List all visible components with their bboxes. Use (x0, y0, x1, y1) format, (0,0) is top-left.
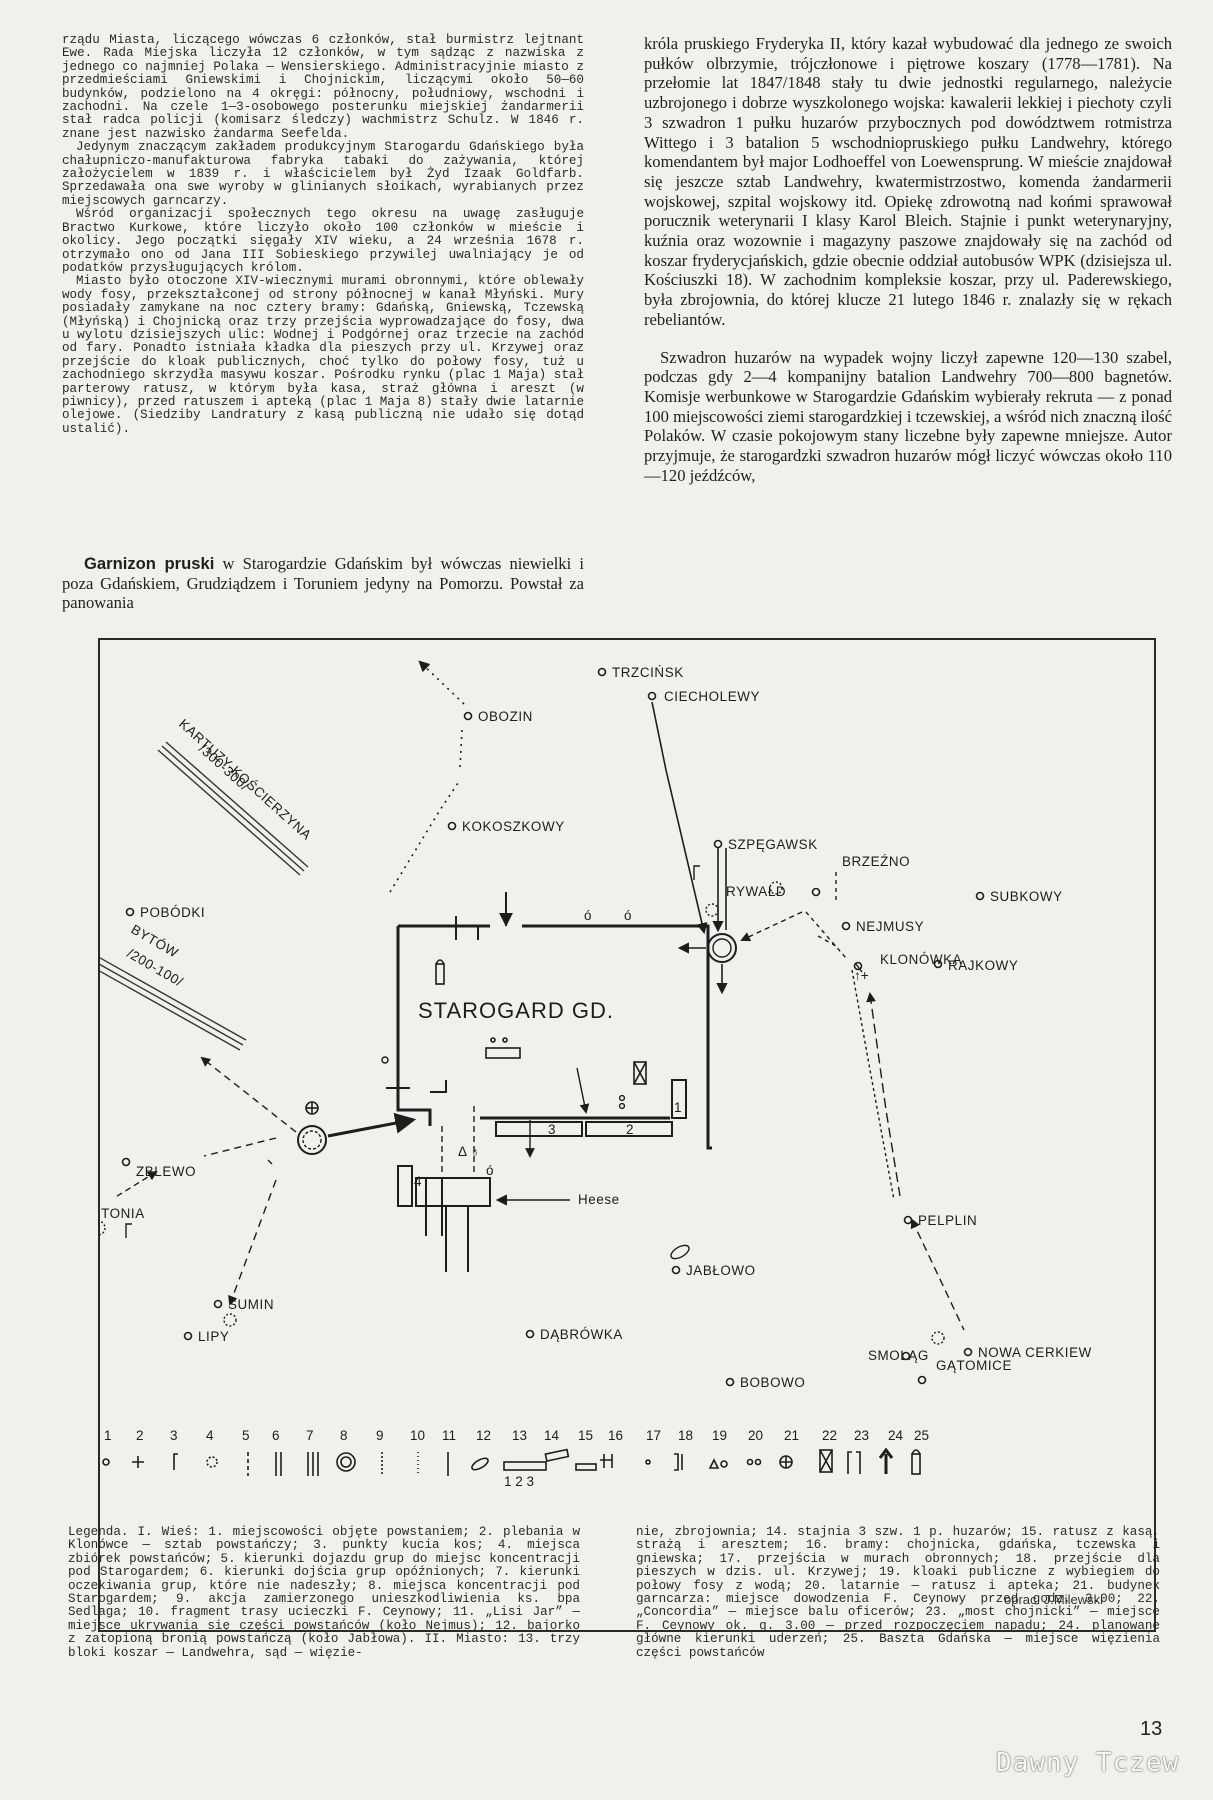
place-klonowka: KLONÓWKA (880, 952, 962, 967)
legend-number: 19 (712, 1428, 727, 1443)
legend-number: 2 (136, 1428, 144, 1443)
legend-number: 21 (784, 1428, 799, 1443)
watermark: Dawny Tczew (996, 1748, 1180, 1778)
legend-number: 9 (376, 1428, 384, 1443)
passage-mark: ó (624, 908, 632, 923)
place-dabrowka: DĄBRÓWKA (540, 1327, 623, 1342)
map-figure: KARTUZY-KOŚCIERZYNA /300-300/ BYTÓW /200… (98, 638, 1156, 1632)
gates (386, 910, 507, 1093)
legend-number: 1 (104, 1428, 112, 1443)
place-pobodki: POBÓDKI (140, 905, 205, 920)
barracks (397, 1079, 687, 1207)
map-credit: oprac. J.Milewski (1004, 1592, 1103, 1607)
concordia (633, 1061, 647, 1085)
legend-right: nie, zbrojownia; 14. stajnia 3 szw. 1 p.… (636, 1525, 1160, 1660)
place-rywald: RYWAŁD (726, 884, 786, 899)
legend-symbols (102, 1447, 921, 1476)
legend-number: 5 (242, 1428, 250, 1443)
legend-left: Legenda. I. Wieś: 1. miejscowości objęte… (68, 1525, 580, 1660)
place-subkowy: SUBKOWY (990, 889, 1063, 904)
legend-number: 6 (272, 1428, 280, 1443)
legend-number: 3 (170, 1428, 178, 1443)
article-right-column: króla pruskiego Fryderyka II, który kaza… (644, 34, 1172, 485)
map-drawing: KARTUZY-KOŚCIERZYNA /300-300/ BYTÓW /200… (100, 660, 1092, 1489)
bishop-mark: ↑+ (854, 968, 869, 983)
legend-number: 23 (854, 1428, 869, 1443)
paragraph: Miasto było otoczone XIV-wiecznymi muram… (62, 274, 584, 436)
place-pelplin: PELPLIN (918, 1213, 977, 1228)
place-trzcinsk: TRZCIŃSK (612, 665, 684, 680)
legend-number: 20 (748, 1428, 763, 1443)
legend-number: 18 (678, 1428, 693, 1443)
barracks-number: 3 (548, 1122, 556, 1137)
barracks-number: 4 (414, 1174, 422, 1189)
south-gate (415, 1177, 491, 1272)
legend-number: 25 (914, 1428, 929, 1443)
legend-number: 15 (578, 1428, 593, 1443)
lanterns (618, 1094, 626, 1110)
village-extra-symbols (100, 865, 945, 1345)
legend-sub-numbers: 1 2 3 (504, 1474, 534, 1489)
legend-number: 7 (306, 1428, 314, 1443)
legend-number: 10 (410, 1428, 425, 1443)
gdansk-tower (435, 959, 445, 985)
legend-number: 22 (822, 1428, 837, 1443)
place-jablowo: JABŁOWO (686, 1263, 756, 1278)
place-obozin: OBOZIN (478, 709, 533, 724)
town-walls (396, 924, 712, 1150)
road-bytow (100, 957, 247, 1051)
place-brzezno: BRZEŹNO (842, 854, 910, 869)
place-ciecholewy: CIECHOLEWY (664, 689, 760, 704)
place-bobowo: BOBOWO (740, 1375, 805, 1390)
page-number: 13 (1140, 1718, 1163, 1740)
legend-number: 24 (888, 1428, 904, 1443)
garrison-heading: Garnizon pruski (84, 554, 215, 573)
place-nowa-cerkiew: NOWA CERKIEW (978, 1345, 1092, 1360)
place-kokoszkowy: KOKOSZKOWY (462, 819, 565, 834)
town-name: STAROGARD GD. (418, 998, 614, 1023)
barracks-number: 1 (674, 1100, 682, 1115)
place-nejmusy: NEJMUSY (856, 919, 924, 934)
paragraph: Szwadron huzarów na wypadek wojny liczył… (644, 347, 1172, 485)
road-kartuzy (157, 741, 309, 876)
paragraph: króla pruskiego Fryderyka II, który kaza… (644, 34, 1172, 329)
legend-number: 12 (476, 1428, 491, 1443)
legend-number: 13 (512, 1428, 527, 1443)
barracks-number: 2 (626, 1122, 634, 1137)
paragraph: Jedynym znaczącym zakładem produkcyjnym … (62, 140, 584, 208)
article-left-column: rządu Miasta, liczącego wówczas 6 członk… (62, 33, 584, 436)
legend-number: 4 (206, 1428, 214, 1443)
legend-number: 16 (608, 1428, 623, 1443)
latrine-mark: Δ ♁ (458, 1144, 480, 1159)
village-markers (121, 667, 985, 1387)
legend-number: 8 (340, 1428, 348, 1443)
passage-mark: ó (584, 908, 592, 923)
garrison-paragraph: Garnizon pruski w Starogardzie Gdańskim … (62, 554, 584, 613)
place-sumin: SUMIN (228, 1297, 274, 1312)
legend-number: 14 (544, 1428, 560, 1443)
heese-label: Heese (578, 1192, 620, 1207)
place-gatomice: GĄTOMICE (936, 1358, 1012, 1373)
legend-number: 17 (646, 1428, 661, 1443)
place-lipy: LIPY (198, 1329, 229, 1344)
place-szpegawsk: SZPĘGAWSK (728, 837, 818, 852)
paragraph: rządu Miasta, liczącego wówczas 6 członk… (62, 33, 584, 141)
garrison-text: w Starogardzie Gdańskim był wówczas niew… (62, 554, 584, 613)
town-hall (485, 1037, 521, 1059)
place-rajkowy: RAJKOWY (948, 958, 1018, 973)
church-symbol (305, 1101, 319, 1115)
place-zblewo: ZBLEWO (136, 1164, 196, 1179)
place-bytonia: BYTONIA (100, 1206, 145, 1221)
paragraph: Wśród organizacji społecznych tego okres… (62, 207, 584, 275)
passage-mark: ó (486, 1163, 494, 1178)
place-smolag: SMOLĄG (868, 1348, 929, 1363)
legend-number: 11 (442, 1428, 456, 1443)
